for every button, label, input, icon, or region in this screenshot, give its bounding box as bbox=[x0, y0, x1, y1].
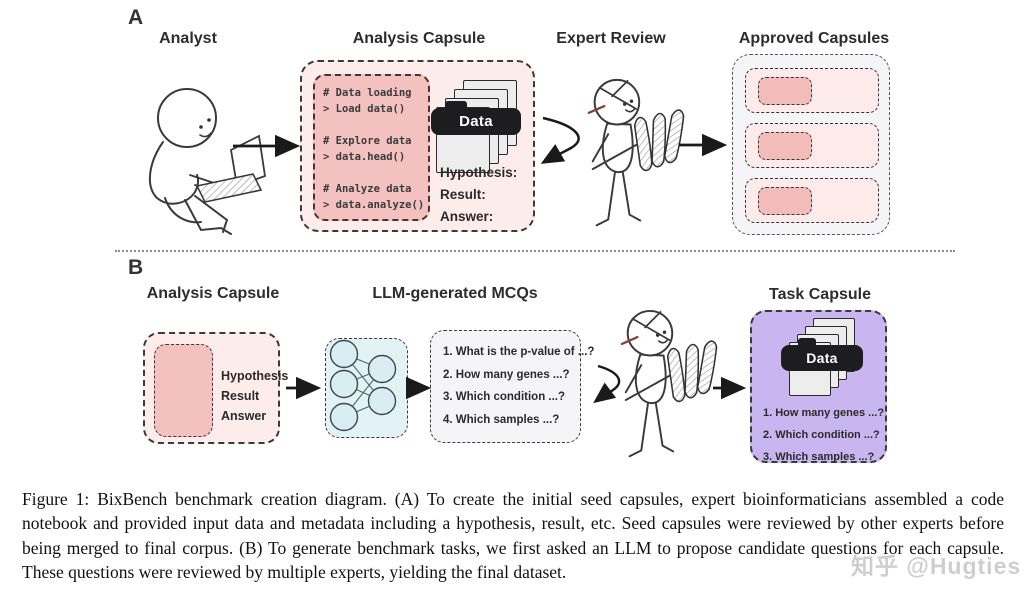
mcq-question: 2. How many genes ...? bbox=[443, 368, 570, 381]
task-question: 1. How many genes ...? bbox=[763, 407, 885, 419]
mcq-question: 4. Which samples ...? bbox=[443, 413, 560, 426]
task-capsule-box: Data 1. How many genes ...? 2. Which cond… bbox=[750, 310, 887, 463]
code-block: # Data loading > Load data() # Explore dat… bbox=[313, 74, 430, 221]
curved-arrow-mcq-to-reviewer bbox=[593, 364, 621, 404]
llm-mcqs-title: LLM-generated MCQs bbox=[372, 285, 538, 302]
neural-network-icon bbox=[329, 339, 397, 432]
approved-capsules-box bbox=[732, 54, 890, 235]
code-line: # Explore data bbox=[323, 135, 412, 147]
code-line: # Data loading bbox=[323, 87, 412, 99]
data-folder-tab bbox=[798, 338, 816, 346]
watermark: 知乎 @Hugties bbox=[851, 553, 1022, 579]
capsule-field: Result: bbox=[440, 187, 486, 202]
task-question-list: 1. How many genes ...? 2. Which condition… bbox=[763, 402, 884, 468]
data-folder-tab bbox=[445, 101, 467, 110]
code-line bbox=[323, 117, 420, 133]
approved-capsules-title: Approved Capsules bbox=[738, 30, 890, 47]
analysis-capsule-a-box: # Data loading > Load data() # Explore dat… bbox=[300, 60, 535, 232]
expert-reviewer-doodle-icon bbox=[583, 76, 711, 236]
task-question: 2. Which condition ...? bbox=[763, 429, 880, 441]
mcq-question: 3. Which condition ...? bbox=[443, 391, 566, 403]
data-stack-a: Data bbox=[431, 80, 525, 176]
approved-capsule-chip bbox=[758, 77, 812, 105]
analyst-title: Analyst bbox=[159, 30, 217, 47]
mcq-question-list: 1. What is the p-value of ...? 2. How man… bbox=[443, 341, 594, 431]
figure-caption: Figure 1: BixBench benchmark creation di… bbox=[22, 489, 1004, 583]
data-stack-task: Data bbox=[781, 318, 863, 402]
analysis-capsule-b-title: Analysis Capsule bbox=[146, 285, 280, 302]
llm-network-box bbox=[325, 338, 408, 438]
panel-a-label: A bbox=[128, 6, 144, 29]
panel-b-label: B bbox=[128, 256, 144, 279]
mcq-box: 1. What is the p-value of ...? 2. How man… bbox=[430, 330, 594, 443]
panel-separator bbox=[115, 250, 955, 252]
task-capsule-title: Task Capsule bbox=[769, 286, 871, 303]
approved-capsule-row bbox=[745, 123, 879, 168]
curved-arrow-capsule-to-expert bbox=[540, 116, 580, 164]
approved-capsule-row bbox=[745, 68, 879, 113]
expert-reviewer-doodle-icon bbox=[618, 306, 742, 468]
code-line bbox=[323, 165, 420, 181]
capsule-field: Answer bbox=[221, 409, 267, 423]
data-stack-label: Data bbox=[431, 108, 521, 135]
capsule-field: Hypothesis: bbox=[440, 165, 518, 180]
mcq-question: 1. What is the p-value of ...? bbox=[443, 346, 595, 358]
capsule-field: Result bbox=[221, 389, 260, 403]
capsule-field: Answer: bbox=[440, 209, 494, 224]
task-question: 3. Which samples ...? bbox=[763, 451, 875, 463]
expert-review-title: Expert Review bbox=[556, 30, 666, 47]
capsule-field: Hypothesis bbox=[221, 369, 289, 383]
analyst-doodle-icon bbox=[135, 80, 315, 235]
approved-capsule-chip bbox=[758, 187, 812, 215]
code-line: > Load data() bbox=[323, 103, 406, 115]
analysis-capsule-b-chip bbox=[154, 344, 213, 437]
approved-capsule-row bbox=[745, 178, 879, 223]
data-stack-label: Data bbox=[781, 345, 863, 371]
analysis-capsule-a-title: Analysis Capsule bbox=[352, 30, 486, 47]
capsule-a-fields: Hypothesis: Result: Answer: bbox=[440, 162, 517, 228]
code-line: > data.analyze() bbox=[323, 199, 425, 211]
code-line: > data.head() bbox=[323, 151, 406, 163]
approved-capsule-chip bbox=[758, 132, 812, 160]
code-line: # Analyze data bbox=[323, 183, 412, 195]
